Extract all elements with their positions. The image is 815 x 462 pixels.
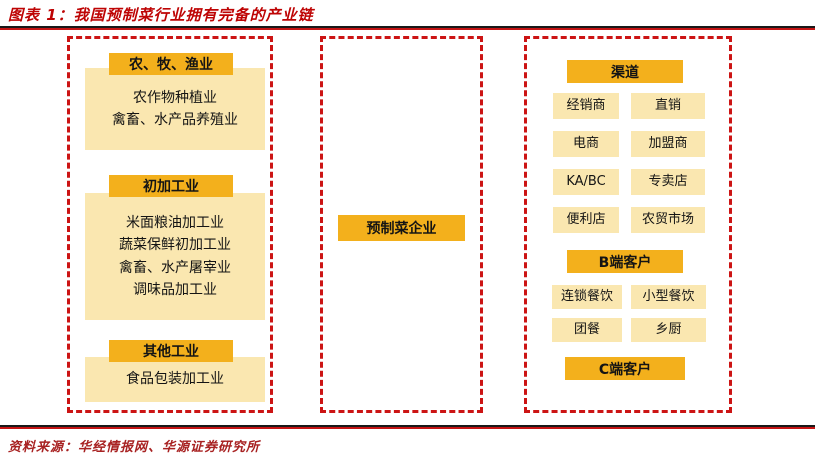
midstream-dashed-box: 预制菜企业: [320, 36, 483, 413]
upstream-dashed-box: 农、牧、渔业 农作物种植业 禽畜、水产品养殖业 初加工业 米面粮油加工业 蔬菜保…: [67, 36, 273, 413]
channel-cell-ecommerce: 电商: [553, 131, 619, 157]
b-customer-cell-small-restaurant: 小型餐饮: [631, 285, 706, 309]
b-customer-cell-rural-chef: 乡厨: [631, 318, 706, 342]
title-underline-rule: [0, 26, 815, 30]
upstream-section-body-other-industry: 食品包装加工业: [85, 357, 265, 402]
b-end-customers-header: B端客户: [567, 250, 683, 273]
channel-cell-convenience-store: 便利店: [553, 207, 619, 233]
source-note: 资料来源：华经情报网、华源证券研究所: [8, 440, 261, 455]
figure-title: 图表 1：我国预制菜行业拥有完备的产业链: [8, 6, 314, 24]
upstream-section-body-primary-processing: 米面粮油加工业 蔬菜保鲜初加工业 禽畜、水产屠宰业 调味品加工业: [85, 193, 265, 320]
upstream-section-header-other-industry: 其他工业: [109, 340, 233, 362]
channel-cell-distributor: 经销商: [553, 93, 619, 119]
downstream-dashed-box: 渠道 经销商 直销 电商 加盟商 KA/BC 专卖店 便利店 农贸市场 B端客户…: [524, 36, 732, 413]
b-customer-cell-chain-restaurant: 连锁餐饮: [552, 285, 622, 309]
channel-cell-farmers-market: 农贸市场: [631, 207, 705, 233]
channel-cell-direct-sales: 直销: [631, 93, 705, 119]
prepared-food-enterprise-box: 预制菜企业: [338, 215, 465, 241]
upstream-section-header-primary-processing: 初加工业: [109, 175, 233, 197]
channel-cell-ka-bc: KA/BC: [553, 169, 619, 195]
channel-cell-specialty-store: 专卖店: [631, 169, 705, 195]
upstream-section-header-agriculture: 农、牧、渔业: [109, 53, 233, 75]
footer-rule: [0, 425, 815, 429]
b-customer-cell-group-meal: 团餐: [552, 318, 622, 342]
upstream-section-body-agriculture: 农作物种植业 禽畜、水产品养殖业: [85, 68, 265, 150]
c-end-customers-header: C端客户: [565, 357, 685, 380]
channel-header: 渠道: [567, 60, 683, 83]
channel-cell-franchise: 加盟商: [631, 131, 705, 157]
